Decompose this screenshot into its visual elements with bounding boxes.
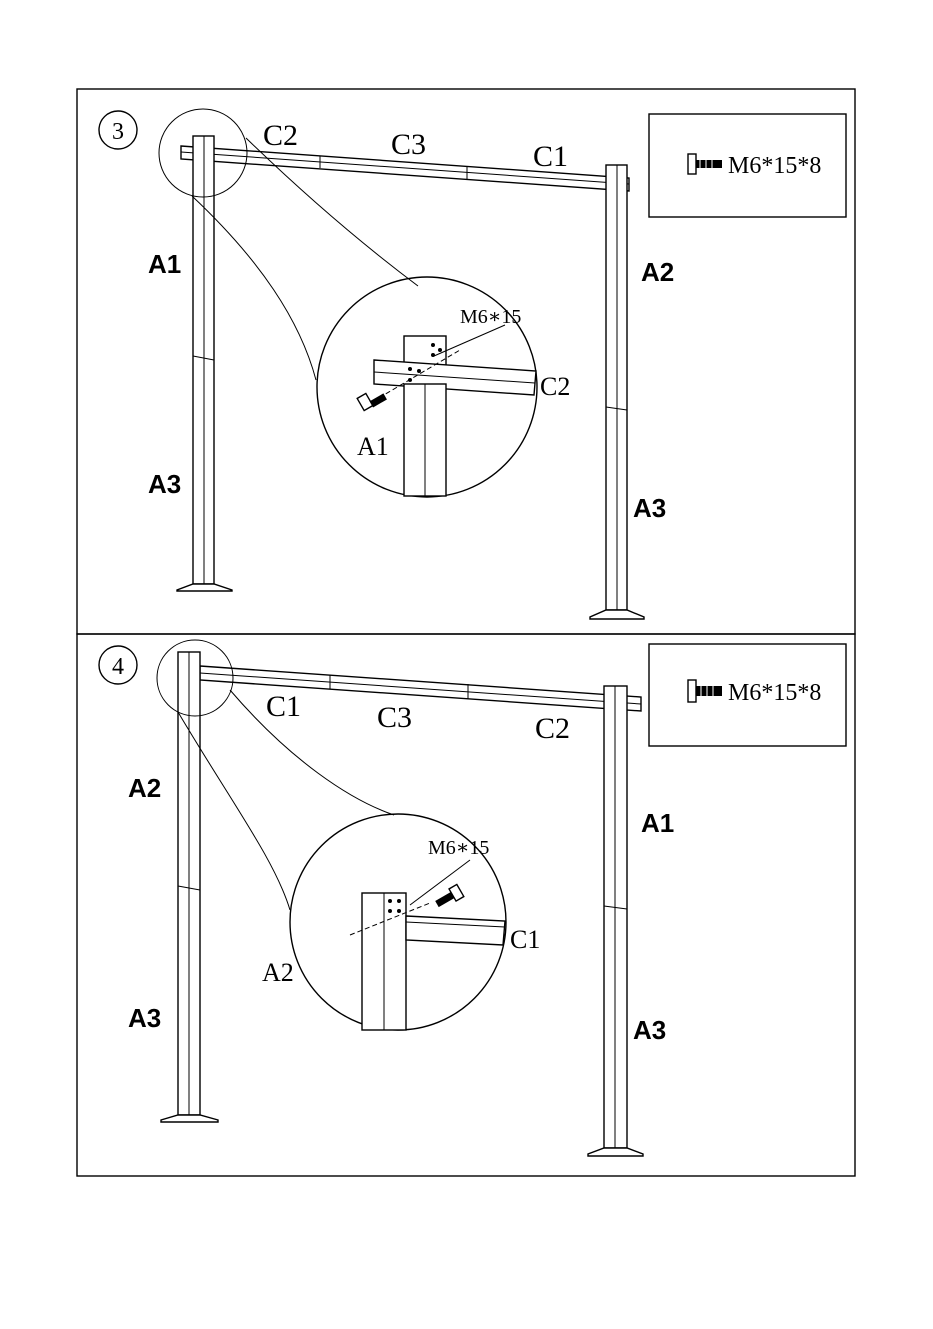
step-3-panel: 3 M6*15*8 [77,89,855,634]
step-3-right-post-label-top: A2 [641,257,674,287]
step-4-hardware-label: M6*15*8 [728,680,821,706]
step-4-detail-bolt-label: M6∗15 [428,837,489,859]
bolt-icon [688,680,722,702]
step-3-detail-drawing [357,325,536,496]
step-3-left-post-label-bottom: A3 [148,469,181,499]
step-3-beam-label-2: C3 [391,128,426,161]
step-4-right-post-label-bottom: A3 [633,1015,666,1045]
step-4-detail-drawing [350,860,505,1030]
step-3-detail-bolt-label: M6∗15 [460,306,521,328]
step-3-number: 3 [112,119,124,145]
step-3-beam-label-1: C2 [263,119,298,152]
step-4-right-post-label-top: A1 [641,808,674,838]
step-4-beam-label-3: C2 [535,712,570,745]
step-3-left-foot [177,584,232,591]
step-3-detail-beam-label: C2 [540,372,570,401]
step-3-hardware-label: M6*15*8 [728,153,821,179]
step-4-left-foot [161,1115,218,1122]
step-4-left-post-label-top: A2 [128,773,161,803]
step-3-beam-label-3: C1 [533,140,568,173]
step-4-panel: 4 M6*15*8 [77,634,855,1176]
step-4-number: 4 [112,654,124,680]
step-4-detail-beam-label: C1 [510,925,540,954]
step-4-detail-post-label: A2 [262,958,294,987]
step-3-detail-bolt-icon [357,393,387,410]
step-4-zoom-line-right [230,690,394,815]
bolt-icon [688,154,722,174]
step-4-left-post-label-bottom: A3 [128,1003,161,1033]
step-4-detail-bolt-icon [435,884,464,907]
step-3-right-foot [590,610,644,619]
step-3-detail-post-label: A1 [357,432,389,461]
step-3-left-post-label-top: A1 [148,249,181,279]
step-4-beam-label-2: C3 [377,701,412,734]
step-3-right-post-label-bottom: A3 [633,493,666,523]
step-4-beam-label-1: C1 [266,690,301,723]
step-4-right-foot [588,1148,643,1156]
